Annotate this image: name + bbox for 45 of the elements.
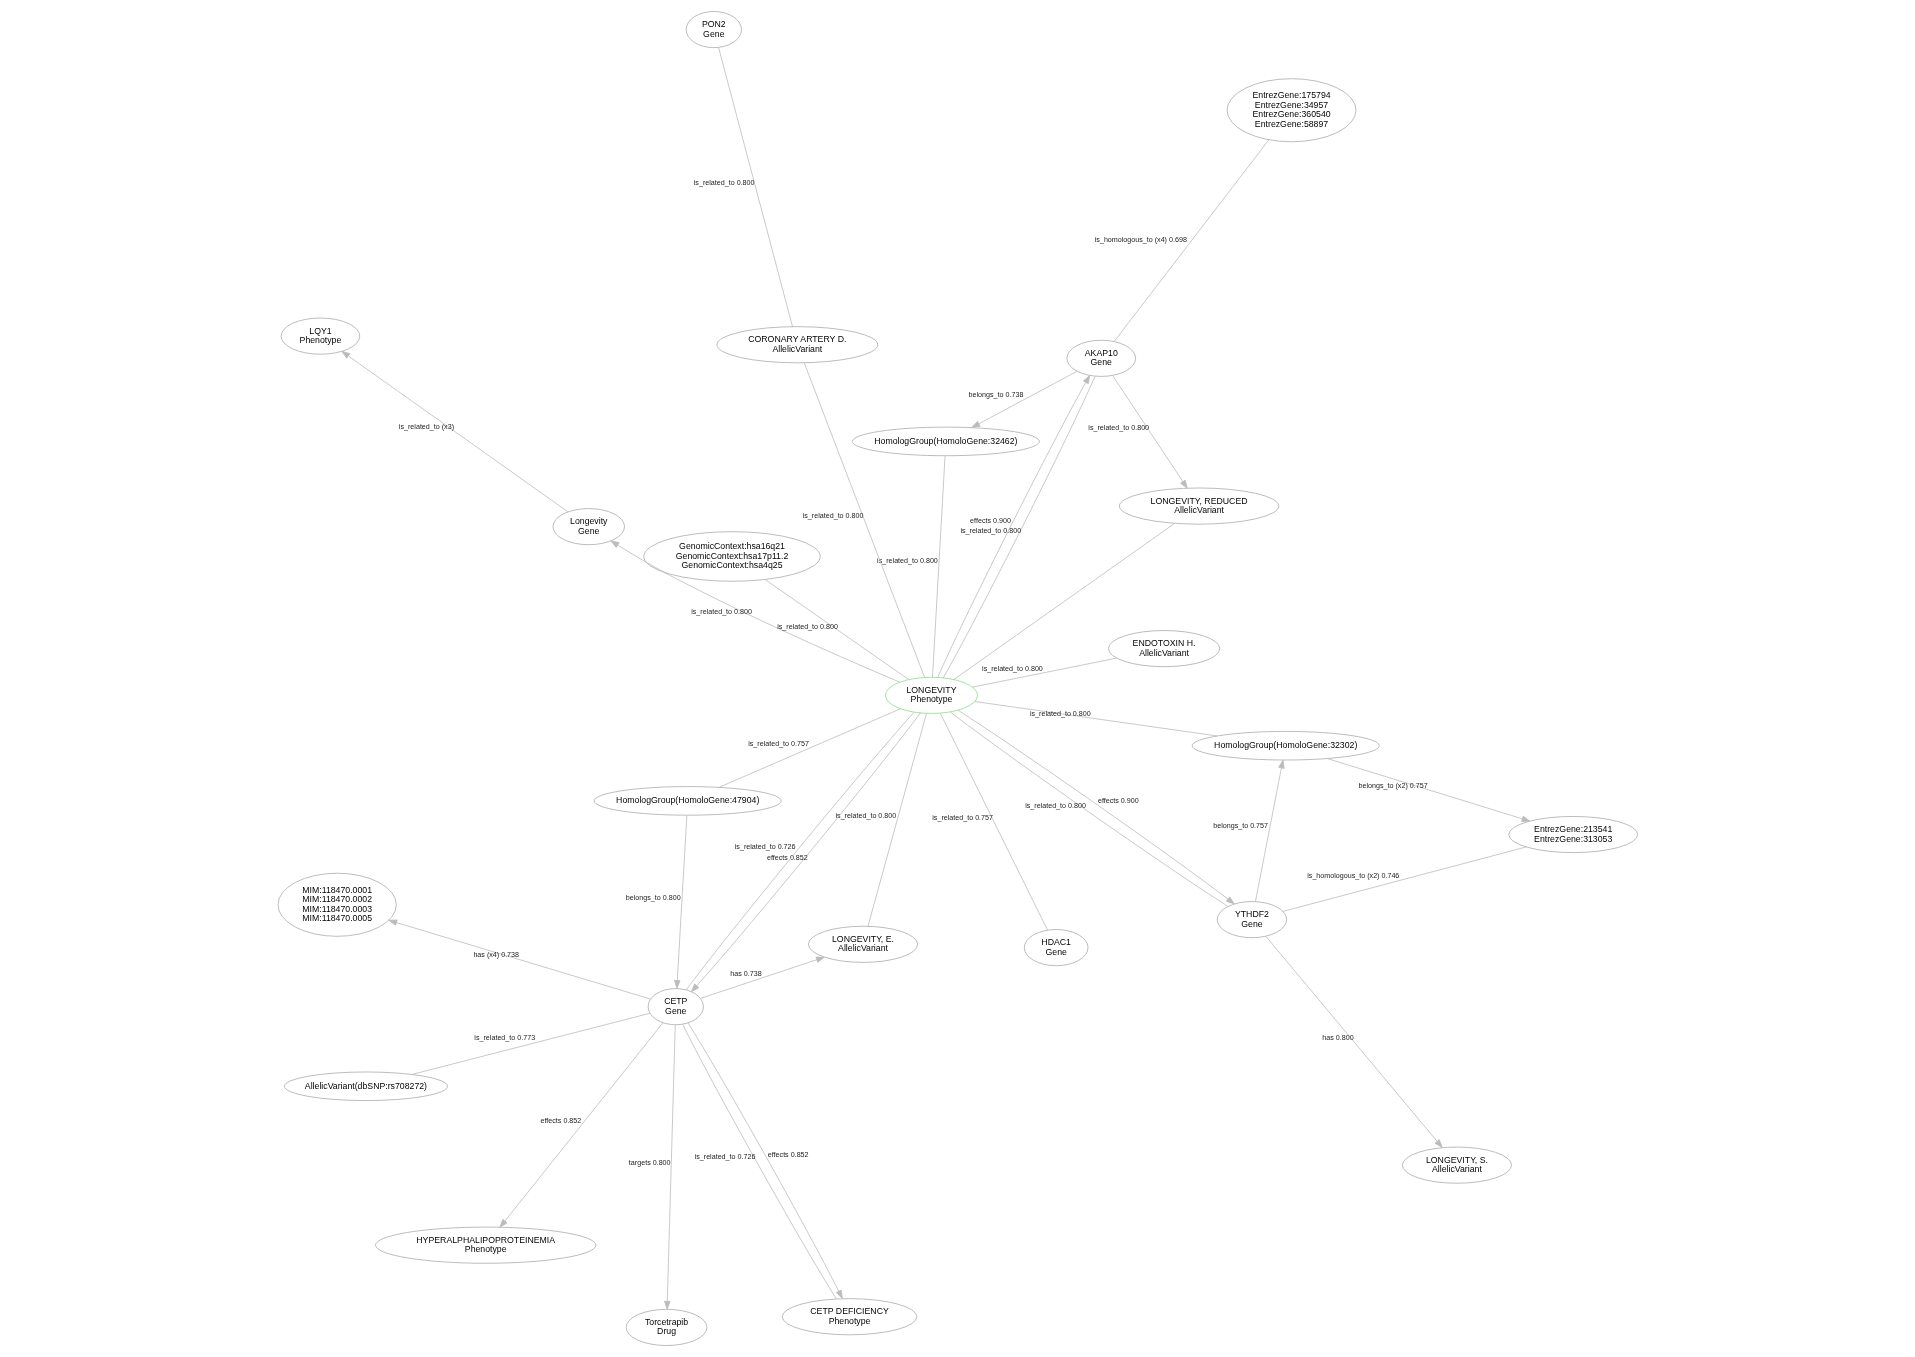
arrow: [673, 814, 687, 989]
node-ellipse: HomologGroup(HomoloGene:47904): [593, 786, 782, 816]
arrow: [610, 540, 900, 683]
node-ellipse: HDAC1 Gene: [1023, 929, 1088, 967]
node-ellipse: AKAP10 Gene: [1066, 339, 1136, 377]
node-ellipse: HomologGroup(HomoloGene:32302): [1191, 731, 1380, 761]
node-ellipse: EntrezGene:175794 EntrezGene:34957 EntrezGene:360540 EntrezGene:58897: [1226, 78, 1356, 143]
arrow: [1111, 375, 1188, 489]
arrow: [340, 350, 568, 513]
node-ellipse: YTHDF2 Gene: [1216, 901, 1287, 939]
connector: [803, 362, 925, 678]
arrow: [1254, 759, 1285, 903]
node-ellipse: HomologGroup(HomoloGene:32462): [851, 426, 1040, 457]
node-ellipse: ENDOTOXIN H. AllelicVariant: [1107, 630, 1220, 668]
node-ellipse: CETP DEFICIENCY Phenotype: [781, 1298, 917, 1336]
arrow: [699, 956, 825, 999]
arrow: [1265, 936, 1443, 1148]
connector: [1113, 139, 1269, 342]
node-ellipse: LONGEVITY, S. AllelicVariant: [1401, 1146, 1512, 1184]
connector: [939, 712, 1048, 931]
connector: [867, 713, 927, 927]
node-ellipse: LONGEVITY Phenotype: [884, 676, 978, 714]
arrow: [387, 919, 651, 1000]
connector: [974, 701, 1217, 737]
node-ellipse: GenomicContext:hsa16q21 GenomicContext:hsa17p11.2 GenomicContext:hsa4q25: [642, 531, 821, 582]
node-ellipse: HYPERALPHALIPOPROTEINEMIA Phenotype: [374, 1226, 596, 1264]
connector: [717, 47, 793, 328]
arrow: [499, 1022, 663, 1228]
node-ellipse: Torcetrapib Drug: [625, 1308, 707, 1346]
node-ellipse: LQY1 Phenotype: [280, 317, 360, 355]
connector: [931, 455, 945, 678]
connector: [718, 708, 901, 788]
connector: [411, 1012, 650, 1075]
connector: [764, 579, 909, 680]
node-ellipse: PON2 Gene: [685, 11, 742, 49]
connector: [1282, 846, 1527, 912]
arrow: [970, 370, 1077, 428]
node-ellipse: LONGEVITY, REDUCED AllelicVariant: [1118, 487, 1279, 525]
connector: [952, 522, 1175, 680]
node-ellipse: CETP Gene: [647, 988, 704, 1026]
connector: [971, 657, 1117, 688]
node-ellipse: CORONARY ARTERY D. AllelicVariant: [716, 326, 878, 364]
arrow: [1326, 758, 1530, 822]
node-ellipse: AllelicVariant(dbSNP:rs708272): [283, 1071, 448, 1101]
arrow: [663, 1024, 676, 1310]
